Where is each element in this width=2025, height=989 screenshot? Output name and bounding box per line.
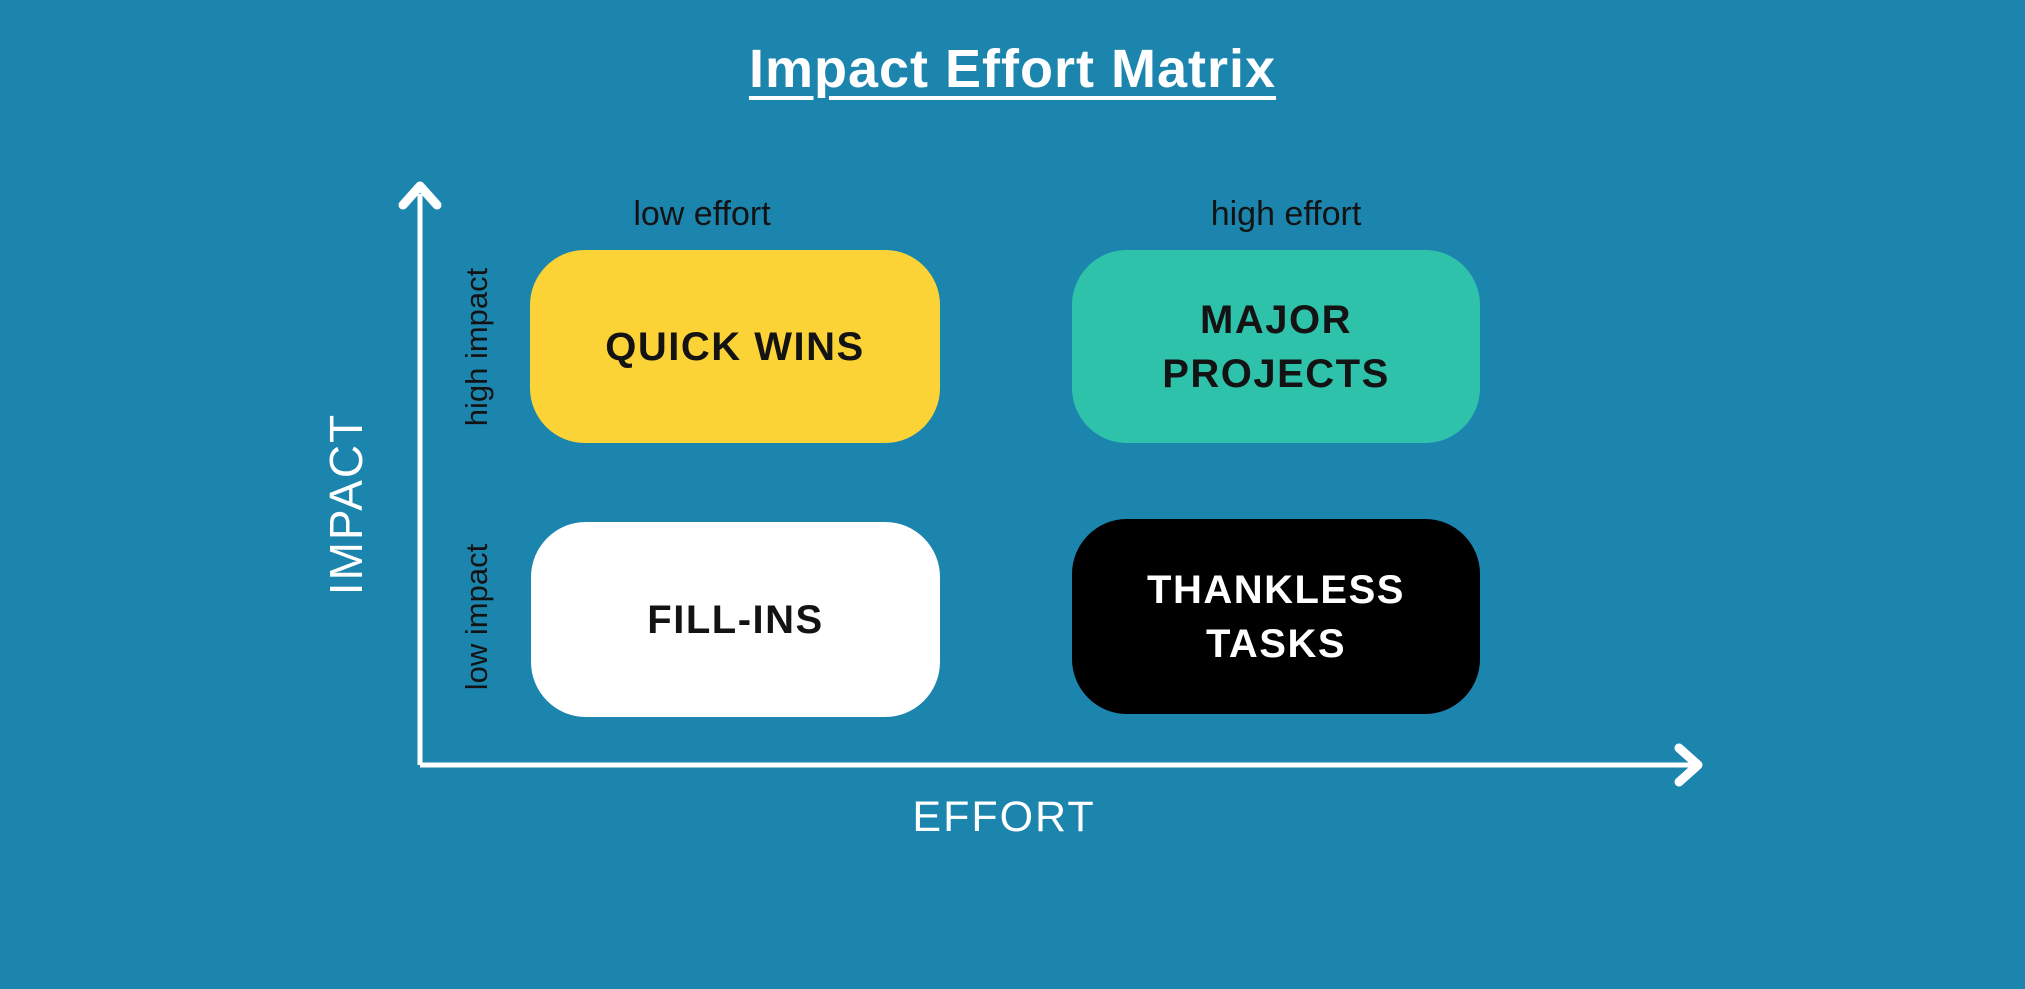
- quadrant-quick-wins: QUICK WINS: [530, 250, 940, 443]
- x-tick-high-effort: high effort: [1210, 195, 1362, 233]
- x-axis-arrow-icon: [1674, 743, 1703, 787]
- quadrant-thankless-tasks: THANKLESS TASKS: [1072, 519, 1480, 714]
- quadrant-fill-ins: FILL-INS: [531, 522, 940, 717]
- quadrant-label: QUICK WINS: [605, 324, 865, 369]
- quadrant-major-projects: MAJOR PROJECTS: [1072, 250, 1480, 443]
- y-axis-arrow-icon: [398, 181, 442, 210]
- y-tick-low-impact: low impact: [459, 543, 494, 691]
- quadrant-label: THANKLESS: [1147, 567, 1405, 612]
- y-tick-high-impact: high impact: [459, 267, 494, 427]
- x-tick-low-effort: low effort: [633, 195, 771, 233]
- x-axis-label: EFFORT: [912, 793, 1096, 841]
- quadrant-label: PROJECTS: [1162, 351, 1390, 396]
- page-title: Impact Effort Matrix: [748, 39, 1277, 99]
- quadrant-label: MAJOR: [1200, 297, 1352, 342]
- y-axis-label: IMPACT: [320, 412, 372, 596]
- quadrant-label: TASKS: [1205, 621, 1347, 666]
- quadrant-label: FILL-INS: [647, 597, 824, 642]
